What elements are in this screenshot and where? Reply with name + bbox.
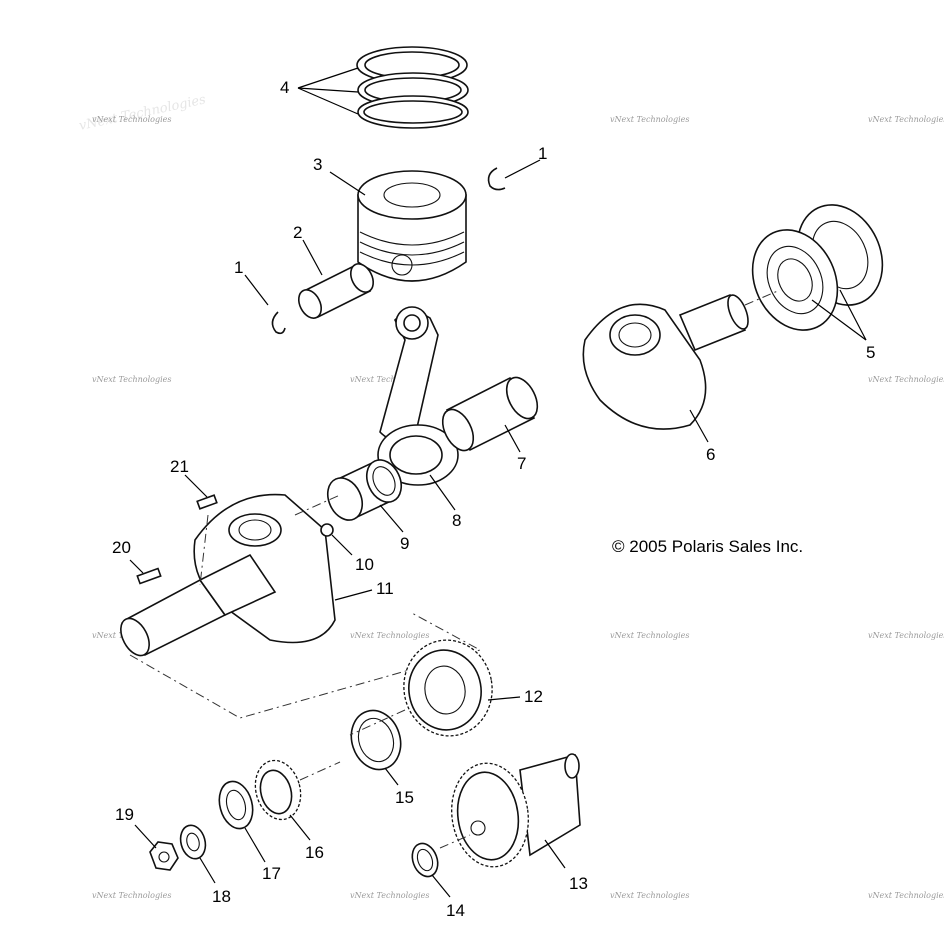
callout-1: 1 xyxy=(234,258,243,277)
watermark: vNext Technologies xyxy=(92,375,171,384)
connecting-rod xyxy=(377,306,459,486)
callout-15: 15 xyxy=(395,788,414,807)
nut xyxy=(149,841,179,871)
callout-3: 3 xyxy=(313,155,322,174)
callouts: 4 3 2 1 1 5 6 7 8 9 10 11 12 13 14 15 16… xyxy=(112,78,875,920)
callout-18: 18 xyxy=(212,887,231,906)
circlips xyxy=(271,167,506,335)
callout-7: 7 xyxy=(517,454,526,473)
callout-1b: 1 xyxy=(538,144,547,163)
watermark: vNext Technologies xyxy=(868,375,944,384)
ball-bearings xyxy=(751,204,884,331)
watermark: vNext Technologies xyxy=(610,115,689,124)
assembly-envelope xyxy=(129,611,482,719)
key-20 xyxy=(136,567,162,585)
callout-14: 14 xyxy=(446,901,465,920)
callout-20: 20 xyxy=(112,538,131,557)
leader-lines xyxy=(129,67,867,898)
crank-pin xyxy=(441,376,539,452)
callout-6: 6 xyxy=(706,445,715,464)
callout-17: 17 xyxy=(262,864,281,883)
watermark: vNext Technologies xyxy=(868,891,944,900)
watermark: vNext Technologies xyxy=(92,891,171,900)
callout-19: 19 xyxy=(115,805,134,824)
watermark: vNext Technologies xyxy=(350,631,429,640)
wrist-pin xyxy=(297,263,375,319)
callout-12: 12 xyxy=(524,687,543,706)
watermark: vNext Technologies xyxy=(92,115,171,124)
callout-2: 2 xyxy=(293,223,302,242)
centerline xyxy=(299,761,341,781)
callout-8: 8 xyxy=(452,511,461,530)
piston xyxy=(357,170,467,282)
watermark-ghost: vNext Technologies xyxy=(78,92,208,134)
callout-21: 21 xyxy=(170,457,189,476)
balance-shaft xyxy=(451,753,581,868)
crankshaft xyxy=(120,493,336,657)
copyright-notice: © 2005 Polaris Sales Inc. xyxy=(612,537,803,556)
watermark: vNext Technologies xyxy=(868,631,944,640)
watermark: vNext Technologies xyxy=(868,115,944,124)
ball xyxy=(320,523,334,537)
small-gear xyxy=(254,759,302,821)
watermark: vNext Technologies xyxy=(610,631,689,640)
needle-bearing xyxy=(326,459,403,521)
callout-4: 4 xyxy=(280,78,289,97)
thrust-washer xyxy=(350,709,402,771)
centerline xyxy=(199,514,209,586)
callout-16: 16 xyxy=(305,843,324,862)
centerline xyxy=(439,834,471,849)
callout-9: 9 xyxy=(400,534,409,553)
key-21 xyxy=(196,494,218,510)
centerline xyxy=(744,289,781,306)
washer-14 xyxy=(411,842,439,878)
watermark: vNext Technologies xyxy=(350,891,429,900)
watermark: vNext Technologies xyxy=(610,891,689,900)
drive-gear xyxy=(403,639,493,737)
callout-11: 11 xyxy=(376,579,394,598)
watermark: vNext Technologies xyxy=(350,375,429,384)
crankshaft-half xyxy=(582,293,749,430)
centerline xyxy=(294,494,341,516)
callout-5: 5 xyxy=(866,343,875,362)
collar xyxy=(218,780,254,830)
washer-18 xyxy=(179,824,207,860)
piston-rings xyxy=(356,46,469,129)
callout-10: 10 xyxy=(355,555,374,574)
callout-13: 13 xyxy=(569,874,588,893)
